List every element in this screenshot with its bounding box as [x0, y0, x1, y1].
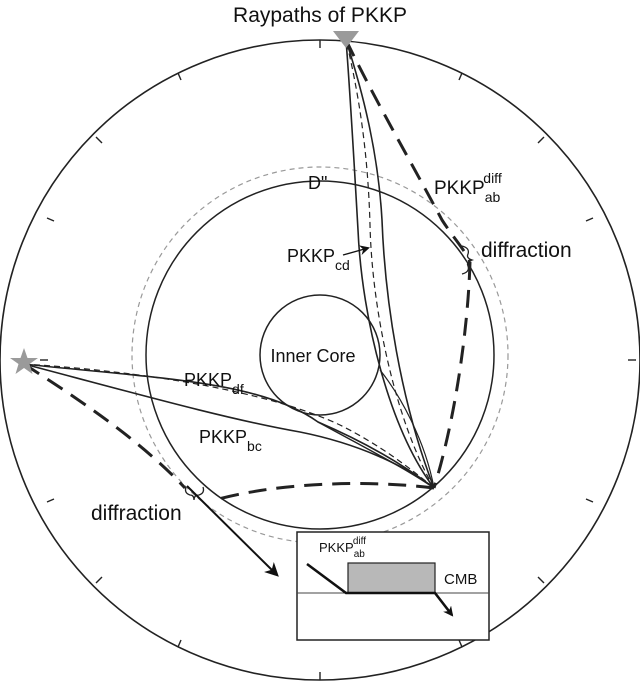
inset-d-layer-block [347, 562, 436, 594]
inner-core [259, 294, 381, 416]
pkkp-cd-ray-dashed [345, 39, 435, 489]
pkkp-ab-diff-ray-source [23, 362, 187, 490]
pkkp-ab-diff-ray-lower [432, 261, 472, 489]
d-double-prime-label: D" [308, 173, 327, 193]
pkkp-df-label: PKKPdf [184, 370, 244, 397]
diffraction-label-left: diffraction [91, 502, 182, 525]
pkkp-bc-label: PKKPbc [199, 427, 262, 454]
pkkp-ab-diff-ray-upper [344, 39, 472, 263]
pkkp-cd-label: PKKPcd [287, 246, 350, 273]
inner-core-label: Inner Core [270, 346, 355, 366]
inset-ray-path [306, 562, 454, 617]
d-double-prime-layer [131, 166, 509, 544]
pkkp-ab-diff-label: PKKPabdiff [434, 170, 502, 205]
inner-core-to-reflection-ray-2 [379, 369, 435, 489]
core-mantle-boundary [145, 180, 495, 530]
source-star-icon [10, 348, 38, 374]
diffraction-label-right: diffraction [481, 239, 572, 262]
surface-ticks [40, 40, 636, 680]
pkkp-df-ray-dashed [23, 363, 435, 489]
inner-core-to-reflection-ray [317, 421, 435, 489]
pkkp-cd-ray-left [345, 39, 435, 489]
pkkp-cd-ray-right [345, 39, 435, 489]
figure-title: Raypaths of PKKP [233, 4, 407, 27]
diffraction-brace-right [461, 245, 475, 275]
receiver-triangle-icon [333, 31, 359, 48]
inset-cmb-label: CMB [444, 571, 477, 588]
pkkp-cd-pointer [342, 245, 370, 256]
pkkp-ab-diff-ray-bottom [214, 482, 435, 502]
cmb-inset: PKKPabdiff CMB [296, 531, 490, 641]
diffraction-brace-left [184, 486, 205, 501]
pkkp-df-ray [23, 363, 435, 489]
inset-ray-label: PKKPabdiff [319, 536, 366, 560]
exit-ray-arrow [186, 485, 279, 577]
